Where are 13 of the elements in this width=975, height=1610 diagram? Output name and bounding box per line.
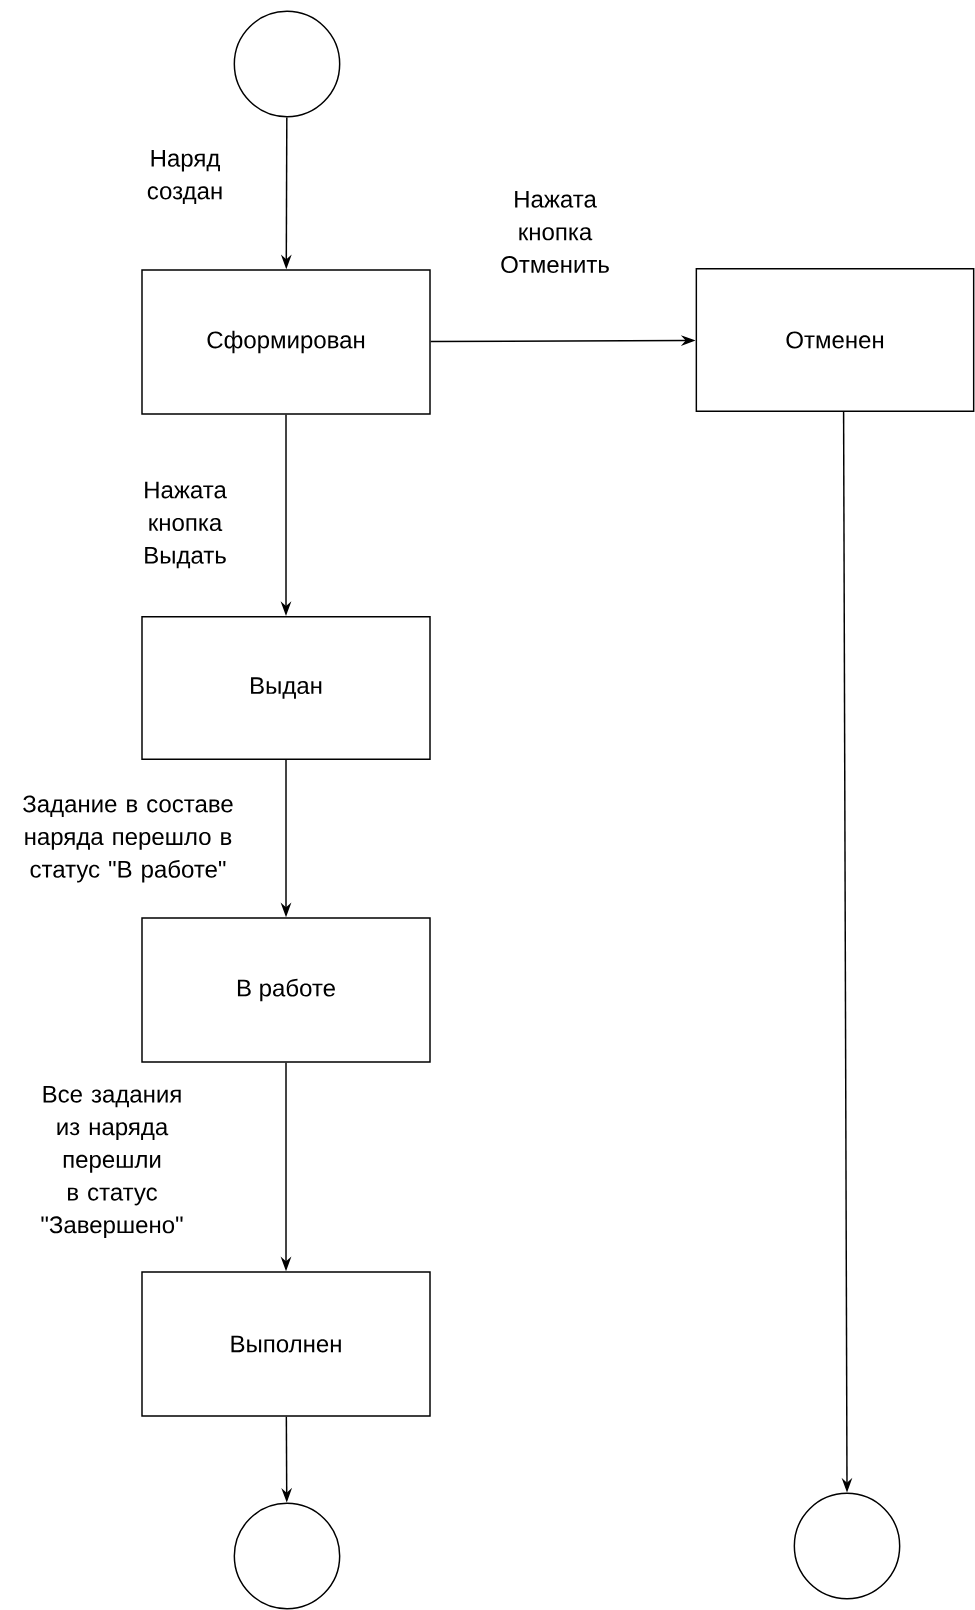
state-circle	[793, 1492, 901, 1600]
state-circle	[233, 1502, 341, 1610]
state-box: Выполнен	[141, 1271, 431, 1417]
state-box: Сформирован	[141, 269, 431, 415]
edge-label: Все задания из наряда перешли в статус "Завершено"	[41, 1085, 183, 1239]
state-box: В работе	[141, 917, 431, 1063]
state-box: Отменен	[695, 267, 975, 413]
state-circle	[233, 10, 341, 118]
edge-label: Наряд создан	[147, 150, 222, 204]
edge-label: Задание в составе наряда перешло в статус "В работе"	[23, 795, 233, 883]
state-box: Выдан	[141, 615, 431, 761]
edge-label: Нажата кнопка Выдать	[145, 481, 227, 569]
edge-label: Нажата кнопка Отменить	[501, 190, 609, 274]
